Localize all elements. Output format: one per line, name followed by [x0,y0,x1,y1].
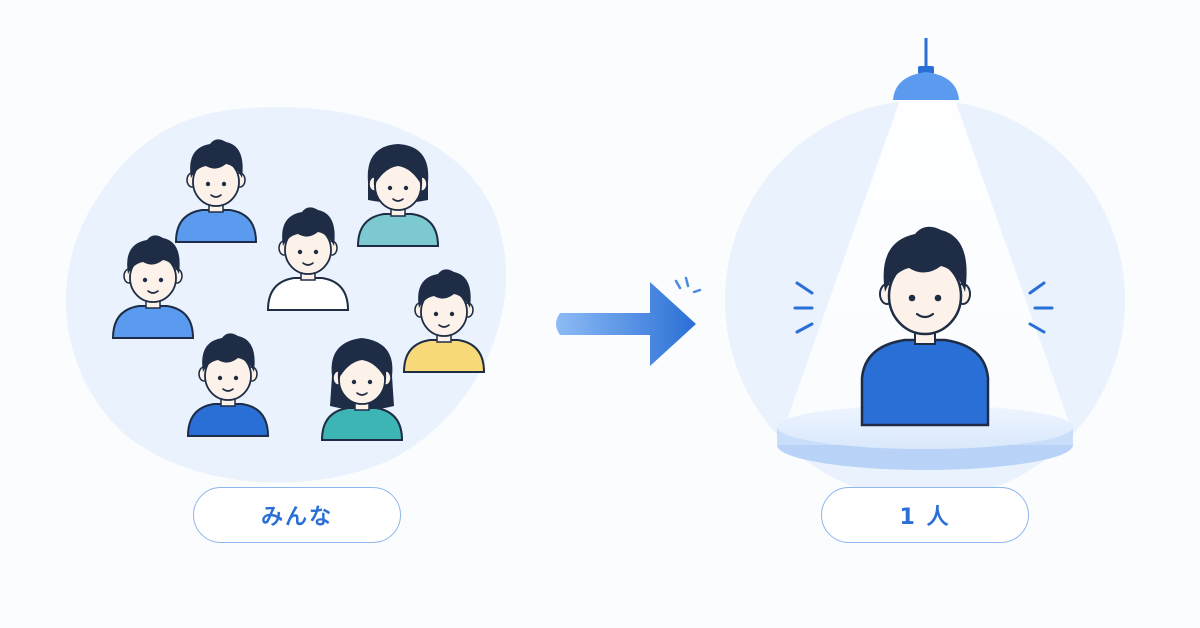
emphasis-spark-icon [1028,281,1054,334]
label-everyone: みんな [193,487,401,543]
featured-person-avatar [860,226,990,427]
person-avatar [402,269,486,373]
label-one-person: 1 人 [821,487,1029,543]
person-avatar [186,333,270,437]
right-arrow-icon [556,276,702,366]
people-group [111,139,486,441]
person-avatar [356,144,440,247]
ceiling-lamp-icon [893,38,959,100]
person-avatar [111,235,195,339]
stage-platform [777,405,1073,470]
emphasis-spark-icon [793,281,814,334]
person-avatar [320,338,404,441]
person-avatar [174,139,258,243]
person-avatar [266,207,350,311]
